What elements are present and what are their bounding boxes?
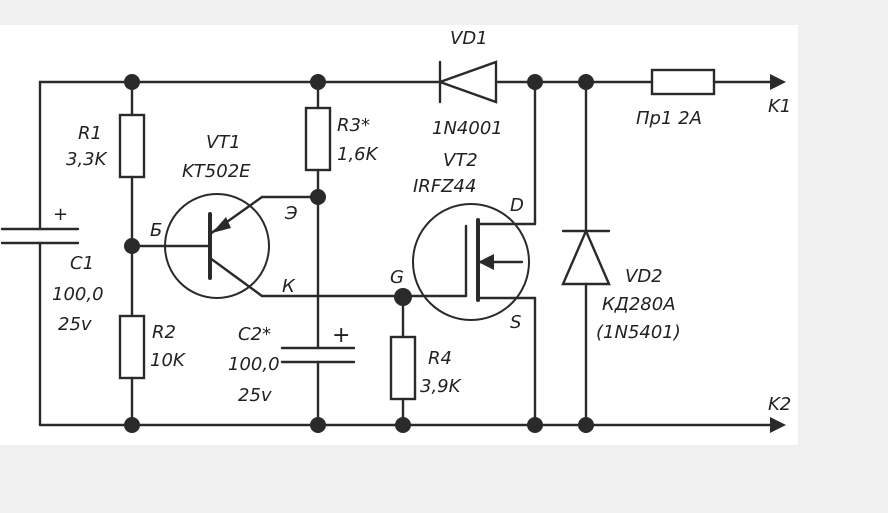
k1-arrow-icon [770, 74, 786, 90]
vd1-name-label: VD1 [450, 28, 488, 49]
c2-value-label: 100,0 [228, 354, 280, 375]
r2-name-label: R2 [152, 322, 176, 343]
r4-name-label: R4 [428, 348, 452, 369]
vd2-name-label: VD2 [625, 266, 663, 287]
r2-value-label: 10K [150, 350, 186, 371]
junction-dot [124, 417, 140, 433]
k1-terminal-label: K1 [768, 96, 791, 117]
vd1-part-label: 1N4001 [432, 118, 503, 139]
junction-dot [124, 74, 140, 90]
junction-dot [394, 288, 412, 306]
vt2-mosfet [412, 203, 537, 321]
vd1-diode [436, 60, 498, 104]
vt2-part-label: IRFZ44 [413, 176, 476, 197]
vt1-transistor [164, 193, 270, 299]
c1-name-label: C1 [70, 253, 94, 274]
vt1-base-pin-label: Б [150, 220, 162, 241]
vt2-drain-pin-label: D [510, 195, 524, 216]
fuse-label: Пр1 2А [636, 108, 702, 129]
c2-name-label: C2* [238, 324, 271, 345]
junction-dot [527, 74, 543, 90]
k2-arrow-icon [770, 417, 786, 433]
junction-dot [527, 417, 543, 433]
r1-value-label: 3,3K [66, 149, 108, 170]
vt1-emitter-arrow-icon [212, 217, 231, 233]
junction-dot [395, 417, 411, 433]
vt2-name-label: VT2 [443, 150, 478, 171]
k2-terminal-label: K2 [768, 394, 791, 415]
junction-dot [124, 238, 140, 254]
junction-dot [310, 417, 326, 433]
vt1-part-label: KT502E [182, 161, 251, 182]
vt1-name-label: VT1 [206, 132, 241, 153]
vd2-part-label: КД280А [602, 294, 676, 315]
c1-capacitor [0, 80, 80, 427]
vt1-collector-pin-label: К [282, 276, 296, 297]
junction-dot [310, 74, 326, 90]
r3-value-label: 1,6K [337, 144, 379, 165]
fuse-pr1 [650, 68, 716, 96]
junction-dot [578, 417, 594, 433]
vt1-emitter-pin-label: Э [284, 203, 298, 224]
r3-name-label: R3* [337, 115, 370, 136]
c1-plus-label: + [53, 204, 68, 225]
vt2-gate-pin-label: G [390, 267, 404, 288]
junction-dot [578, 74, 594, 90]
r1-name-label: R1 [78, 123, 102, 144]
c1-value-label: 100,0 [52, 284, 104, 305]
junction-dot [310, 189, 326, 205]
diagram-paper [0, 25, 798, 445]
vd2-alt-label: (1N5401) [596, 322, 681, 343]
vt2-channel-arrow-icon [478, 254, 494, 270]
r4-value-label: 3,9K [420, 376, 462, 397]
c2-plus-label: + [332, 323, 350, 348]
c1-voltage-label: 25v [58, 314, 92, 335]
junction-dots [124, 74, 594, 433]
c2-voltage-label: 25v [238, 385, 272, 406]
vt2-source-pin-label: S [510, 312, 521, 333]
